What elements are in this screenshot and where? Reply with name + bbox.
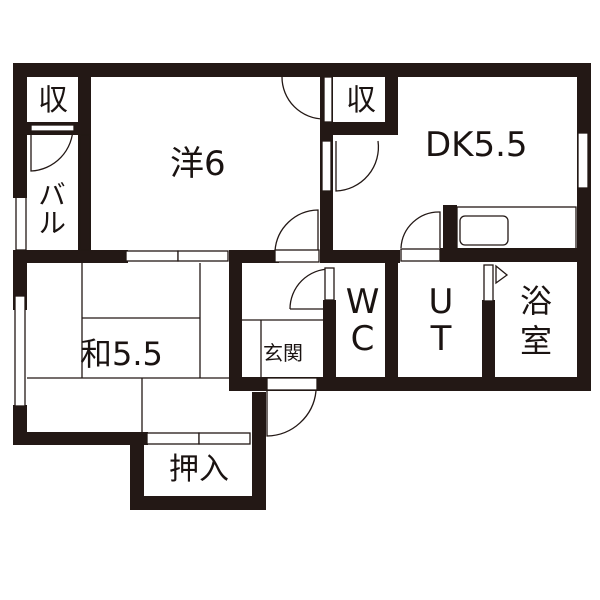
balcony-label: バル — [34, 180, 67, 236]
oshiire-label: 押入 — [169, 452, 229, 487]
western-room-label: 洋6 — [170, 144, 226, 184]
wc-label-c: C — [350, 319, 375, 359]
bath-label-2: 室 — [519, 322, 552, 360]
ut-label-u: U — [428, 282, 454, 322]
closet-center-label: 収 — [346, 83, 376, 118]
japanese-room-label: 和5.5 — [80, 335, 163, 373]
dk-label: DK5.5 — [425, 125, 528, 165]
bath-label-1: 浴 — [519, 282, 552, 320]
closet-left-label: 収 — [38, 83, 68, 118]
fixtures — [14, 76, 589, 445]
entrance-label: 玄関 — [263, 341, 303, 365]
wc-label-w: W — [345, 282, 380, 322]
ut-label-t: T — [430, 319, 452, 359]
